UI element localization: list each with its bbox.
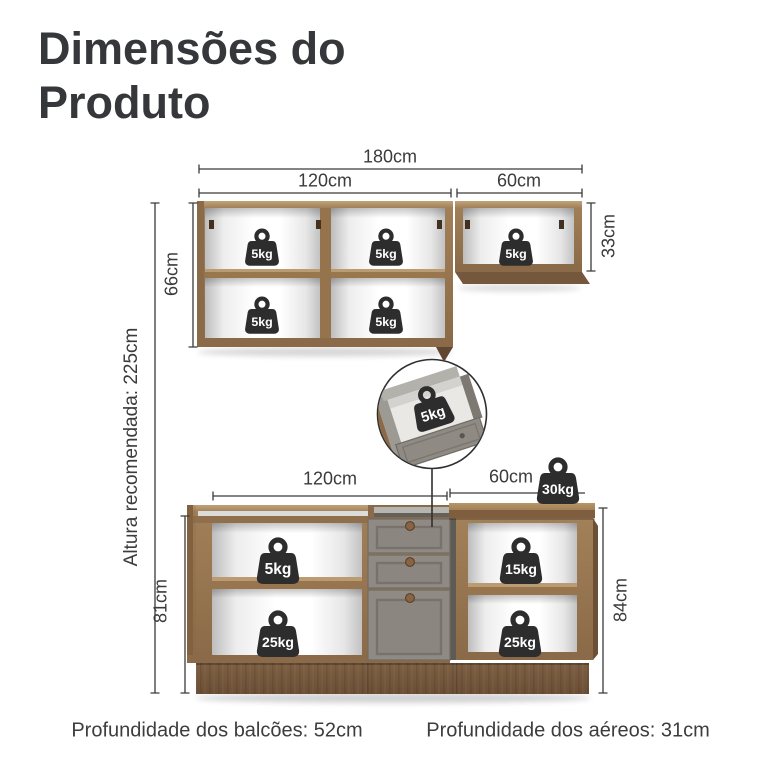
svg-text:5kg: 5kg xyxy=(251,247,272,261)
dim-lower-left-width: 120cm xyxy=(302,468,358,489)
drawer-unit xyxy=(367,505,457,661)
dim-upper-total-width: 180cm xyxy=(362,146,418,167)
drawer-inset-circle: 5kg xyxy=(376,358,488,470)
dim-lower-right-height: 84cm xyxy=(610,577,631,623)
weight-capacity-badge: 25kg xyxy=(256,610,300,657)
page-title: Dimensões do Produto xyxy=(38,23,346,128)
svg-text:5kg: 5kg xyxy=(505,247,526,261)
dim-lower-right-width: 60cm xyxy=(488,466,534,487)
toe-kick xyxy=(196,663,589,694)
dim-upper-left-height: 66cm xyxy=(161,251,182,297)
wall-cabinet-left xyxy=(197,201,453,362)
svg-text:5kg: 5kg xyxy=(265,561,292,578)
cabinet-shadows xyxy=(195,284,591,703)
svg-text:25kg: 25kg xyxy=(262,634,294,650)
weight-badges: 5kg 5kg 5kg 5kg 5kg 5kg 25kg 15kg 25kg 30kg xyxy=(245,228,580,657)
weight-capacity-badge: 5kg xyxy=(245,228,279,266)
drawer-knob xyxy=(405,593,415,603)
door-hinges xyxy=(209,220,442,229)
weight-capacity-badge: 30kg xyxy=(536,457,580,504)
inset-drawer-illustration: 5kg xyxy=(378,366,486,468)
svg-text:25kg: 25kg xyxy=(504,634,536,650)
svg-text:5kg: 5kg xyxy=(419,403,447,426)
drawer-knob xyxy=(405,557,415,567)
svg-text:5kg: 5kg xyxy=(375,247,396,261)
weight-capacity-badge: 15kg xyxy=(499,537,543,584)
svg-text:5kg: 5kg xyxy=(251,315,272,329)
svg-text:15kg: 15kg xyxy=(505,561,537,577)
footer-depth-counters: Profundidade dos balcões: 52cm xyxy=(71,719,363,742)
weight-capacity-badge: 25kg xyxy=(498,610,542,657)
svg-text:30kg: 30kg xyxy=(542,481,574,497)
dim-upper-right-width: 60cm xyxy=(496,170,542,191)
weight-capacity-badge: 5kg xyxy=(369,228,403,266)
weight-capacity-badge: 5kg xyxy=(256,537,300,584)
inset-weight-badge: 5kg xyxy=(414,386,455,432)
dim-upper-right-height: 33cm xyxy=(598,213,619,259)
weight-capacity-badge: 5kg xyxy=(369,296,403,334)
door-hinges xyxy=(465,220,564,229)
dim-recommended-height: Altura recomendada: 225cm xyxy=(121,327,142,567)
weight-capacity-badge: 5kg xyxy=(245,296,279,334)
dim-lower-left-height: 81cm xyxy=(150,578,171,624)
dimension-lines xyxy=(150,164,608,694)
weight-capacity-badge: 5kg xyxy=(499,228,533,266)
footer-depth-wall-units: Profundidade dos aéreos: 31cm xyxy=(426,719,710,742)
countertop xyxy=(449,503,595,511)
svg-text:5kg: 5kg xyxy=(375,315,396,329)
dim-upper-left-width: 120cm xyxy=(297,170,353,191)
drawer-knob xyxy=(405,521,415,531)
